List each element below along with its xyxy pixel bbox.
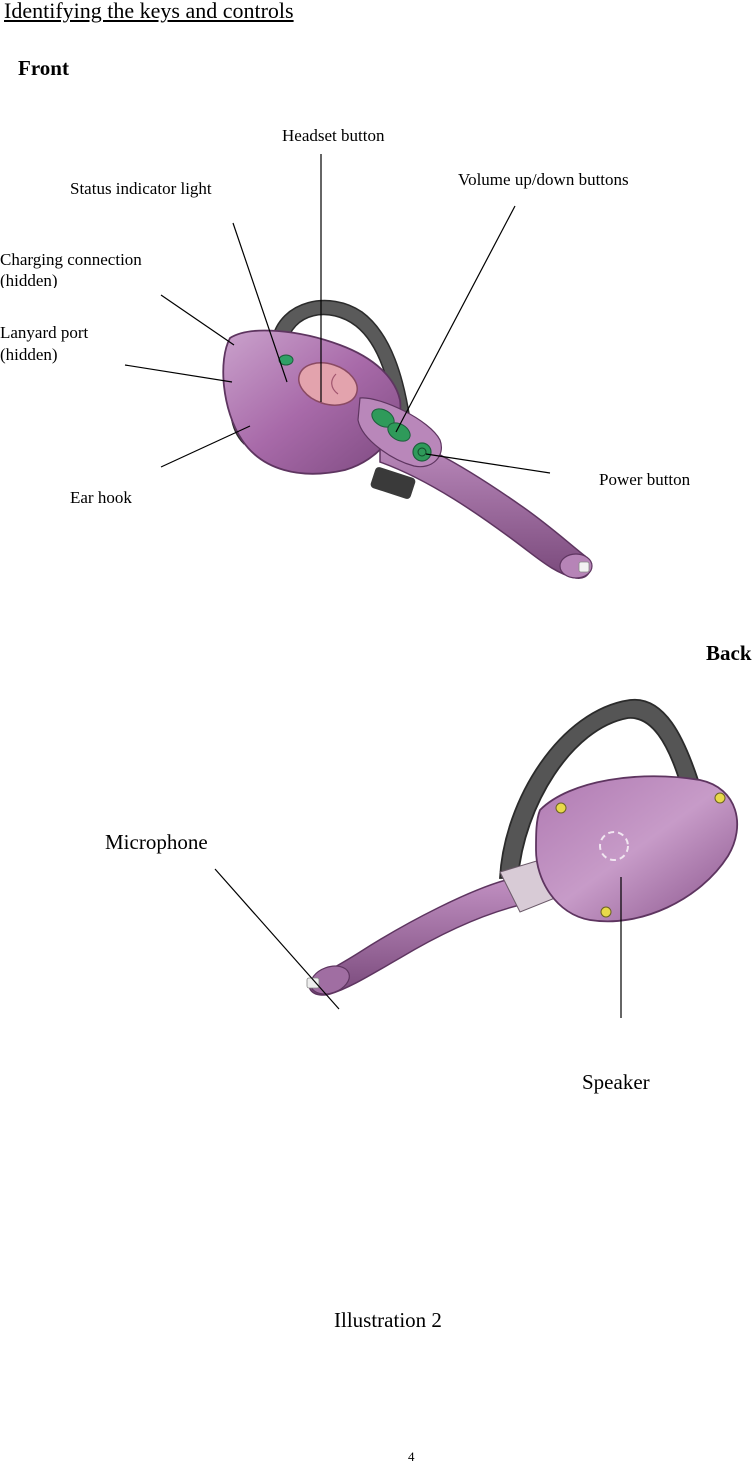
lanyard-port-hidden-label: (hidden): [0, 345, 58, 364]
back-headset-drawing: [306, 699, 739, 996]
volume-buttons-leader: [395, 205, 516, 433]
power-button-label: Power button: [599, 470, 691, 489]
lanyard-port-leader: [124, 364, 233, 383]
screw-2: [714, 792, 726, 804]
back-boom-arm: [308, 879, 522, 996]
power-icon: [417, 447, 427, 457]
back-section-title: Back: [706, 641, 752, 665]
charging-connection-hidden-label: (hidden): [0, 271, 58, 288]
speaker-logo: [599, 831, 629, 861]
status-light-label: Status indicator light: [70, 179, 212, 198]
screw-1: [555, 802, 567, 814]
headset-button-mark: [331, 373, 339, 395]
front-clip: [370, 467, 416, 499]
microphone-label: Microphone: [105, 830, 208, 854]
charging-connection-leader: [160, 294, 235, 346]
charging-connection-label: Charging connection: [0, 250, 142, 269]
back-body: [535, 775, 739, 923]
headset-button-label: Headset button: [282, 126, 385, 145]
front-section-title: Front: [18, 56, 69, 80]
volume-buttons-label: Volume up/down buttons: [458, 170, 629, 189]
status-light-leader: [232, 222, 288, 383]
front-headset-drawing: [222, 299, 593, 579]
front-mic-grille: [578, 561, 590, 573]
page-number: 4: [408, 1449, 415, 1464]
lanyard-port-label: Lanyard port: [0, 323, 89, 342]
back-mic-grille: [306, 977, 320, 989]
page-heading: Identifying the keys and controls: [4, 0, 294, 23]
power-button-shape: [412, 442, 432, 462]
volume-down-shape: [387, 422, 411, 442]
ear-hook-label: Ear hook: [70, 488, 132, 507]
power-button-leader: [425, 453, 551, 474]
figure-caption: Illustration 2: [334, 1308, 442, 1332]
headset-button-shape: [298, 362, 358, 406]
microphone-leader: [214, 868, 340, 1010]
screw-3: [600, 906, 612, 918]
speaker-label: Speaker: [582, 1070, 650, 1094]
ear-hook-leader: [160, 425, 251, 468]
